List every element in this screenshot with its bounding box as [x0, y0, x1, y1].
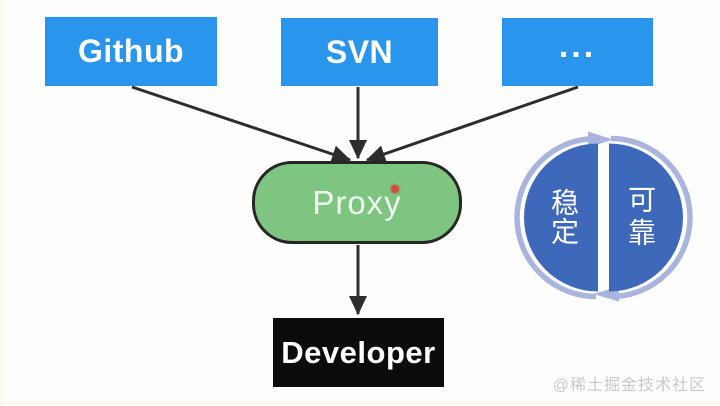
cycle-right-char-1: 可	[628, 185, 656, 216]
cycle-left-half	[524, 143, 598, 292]
node-proxy: Proxy	[252, 161, 462, 244]
watermark-text: @稀土掘金技术社区	[552, 377, 706, 394]
arrow-github-to-proxy	[131, 85, 352, 163]
cycle-arc-right	[610, 135, 693, 300]
node-others: ...	[502, 18, 653, 86]
cycle-arrowhead-top	[588, 131, 613, 148]
node-proxy-label: Proxy	[312, 183, 402, 221]
cycle-left-char-2: 定	[551, 217, 579, 248]
cycle-right-char-2: 靠	[628, 218, 656, 249]
cycle-arc-left	[514, 135, 597, 300]
node-svn: SVN	[281, 18, 438, 86]
node-github: Github	[45, 17, 217, 86]
cycle-diagram: 稳 定 可 靠	[514, 131, 693, 302]
node-github-label: Github	[77, 33, 185, 69]
arrow-dots-to-proxy	[365, 85, 579, 163]
node-svn-label: SVN	[325, 33, 394, 70]
red-dot-indicator	[391, 185, 399, 193]
cycle-right-half	[609, 143, 683, 292]
node-developer: Developer	[273, 318, 444, 387]
cycle-left-char-1: 稳	[551, 188, 579, 219]
node-others-label: ...	[558, 26, 597, 65]
node-developer-label: Developer	[281, 334, 436, 370]
